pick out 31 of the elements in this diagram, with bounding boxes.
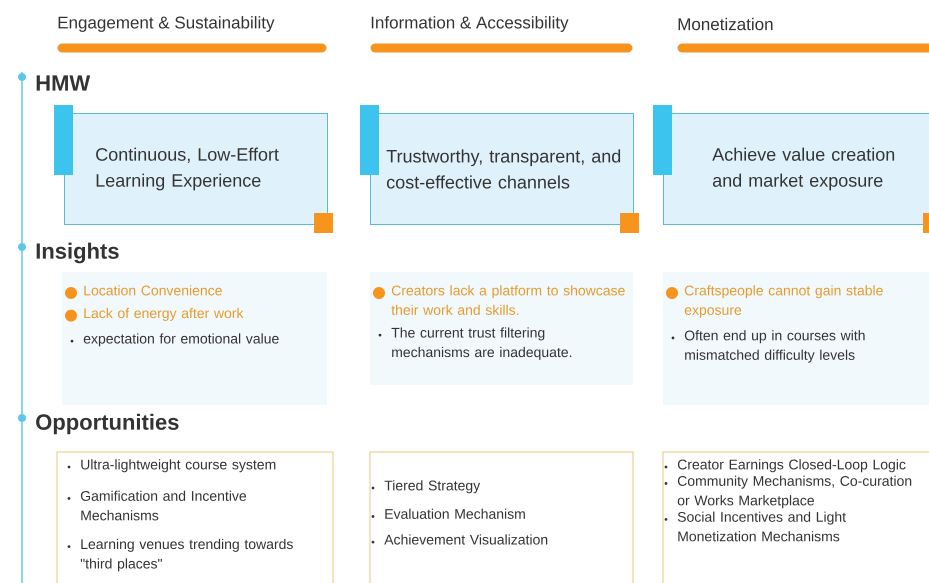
section-heading: HMW: [36, 75, 90, 91]
opportunity-text: Social Incentives and Light Monetization Mechanisms: [678, 512, 846, 542]
insight-text: expectation for emotional value: [84, 333, 279, 346]
question-card: Continuous, Low-Effort Learning Experience: [64, 113, 328, 225]
section-heading: Opportunities: [36, 414, 179, 434]
insight-text: Lack of energy after work: [84, 308, 244, 321]
insight-text: Location Convenience: [84, 285, 222, 296]
opportunity-text: Evaluation Mechanism: [385, 508, 525, 519]
column-heading: Monetization: [678, 18, 772, 30]
opportunity-box: [370, 452, 634, 583]
opportunity-box: [56, 452, 334, 583]
opportunity-text: Tiered Strategy: [384, 480, 480, 494]
column-heading: Information & Accessibility: [372, 16, 569, 32]
opportunity-text: Ultra-lightweight course system: [81, 459, 276, 472]
insight-text: Often end up in courses with mismatched difficulty levels: [684, 330, 865, 363]
opportunity-text: Gamification and Incentive Mechanisms: [80, 490, 246, 520]
insight-panel: [370, 272, 633, 385]
opportunity-text: Learning venues trending towards "third places": [80, 538, 293, 572]
opportunity-text: Achievement Visualization: [384, 534, 548, 545]
insight-text: Creators lack a platform to showcase their work and skills.: [391, 285, 625, 315]
opportunity-text: Community Mechanisms, Co-curation or Works Marketplace: [678, 476, 912, 508]
insight-text: Craftspeople cannot gain stable exposure: [684, 285, 883, 318]
question-card: Achieve value creation and market exposure: [663, 113, 929, 225]
insight-panel: [663, 272, 929, 405]
section-heading: Insights: [36, 242, 119, 264]
question-card: Trustworthy, transparent, and cost-effective channels: [370, 113, 634, 225]
opportunity-box: [662, 452, 929, 583]
insight-panel: [62, 272, 327, 405]
column-heading: Engagement & Sustainability: [58, 16, 274, 32]
insight-text: The current trust filtering mechanisms are inadequate.: [392, 327, 572, 360]
opportunity-text: Creator Earnings Closed-Loop Logic: [678, 459, 906, 472]
